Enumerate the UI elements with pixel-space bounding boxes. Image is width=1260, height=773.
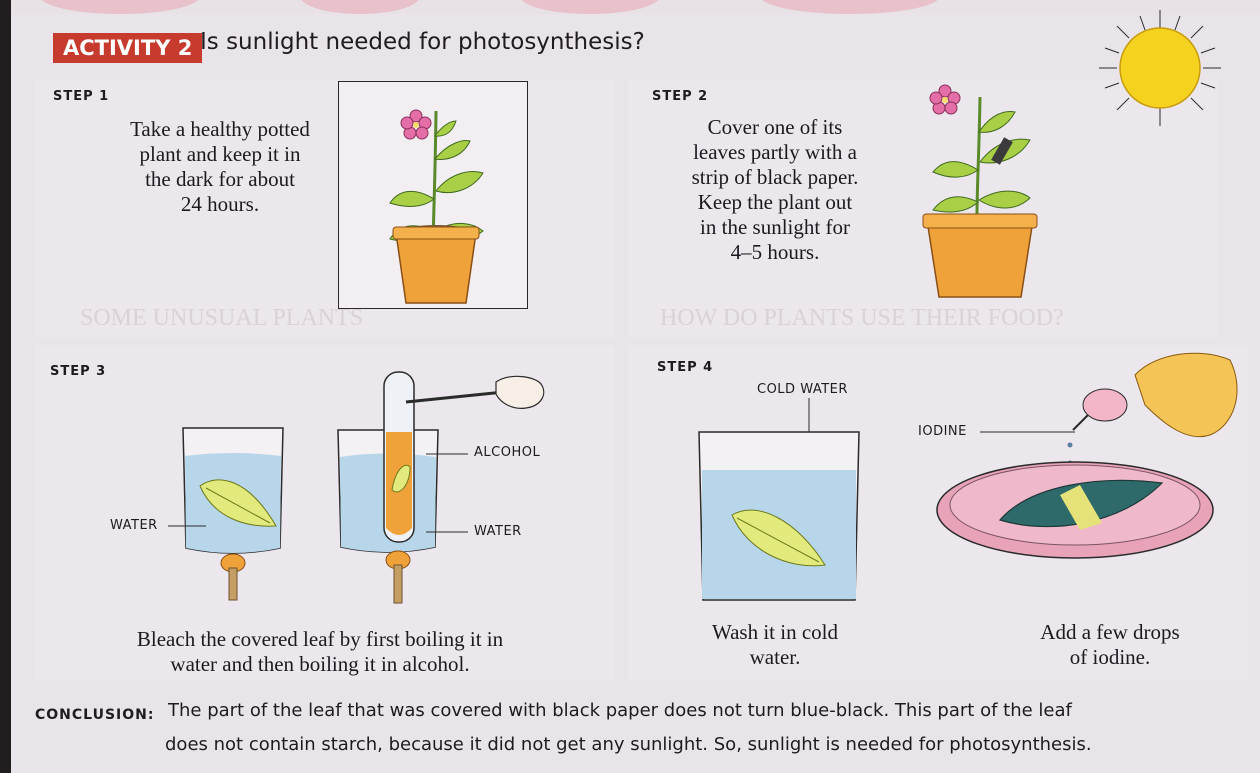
step3-text: Bleach the covered leaf by first boiling… <box>60 627 580 677</box>
step4-iodine-text: Add a few drops of iodine. <box>1005 620 1215 670</box>
show-through-text: HOW DO PLANTS USE THEIR FOOD? <box>660 305 1064 332</box>
step4-label: STEP 4 <box>657 360 713 375</box>
activity-badge: ACTIVITY 2 <box>53 33 202 63</box>
step2-text: Cover one of its leaves partly with a st… <box>660 115 890 265</box>
beaker-test-tube-alcohol-image <box>336 372 566 607</box>
water-label-right: WATER <box>474 524 522 539</box>
potted-plant-dark-image <box>338 81 528 309</box>
cold-water-label: COLD WATER <box>757 382 848 397</box>
top-banner <box>0 0 1260 14</box>
potted-plant-covered-leaf-image <box>905 72 1055 302</box>
beaker-water-image <box>178 428 288 603</box>
step3-label: STEP 3 <box>50 364 106 379</box>
sun-image <box>1085 8 1235 128</box>
step4-wash-text: Wash it in cold water. <box>695 620 855 670</box>
beaker-cold-water-image <box>697 430 862 610</box>
step1-label: STEP 1 <box>53 89 109 104</box>
step1-text: Take a healthy potted plant and keep it … <box>95 117 345 217</box>
step2-label: STEP 2 <box>652 89 708 104</box>
activity-question: Is sunlight needed for photosynthesis? <box>200 29 645 55</box>
petri-dish-iodine-image <box>930 335 1250 580</box>
water-pointer-line <box>168 524 208 528</box>
show-through-text: SOME UNUSUAL PLANTS <box>80 305 363 332</box>
conclusion-line-1: The part of the leaf that was covered wi… <box>168 700 1072 721</box>
conclusion-line-2: does not contain starch, because it did … <box>165 734 1092 755</box>
water-label-left: WATER <box>110 518 158 533</box>
alcohol-label: ALCOHOL <box>474 445 540 460</box>
page-edge <box>0 0 11 773</box>
conclusion-label: CONCLUSION: <box>35 707 154 723</box>
